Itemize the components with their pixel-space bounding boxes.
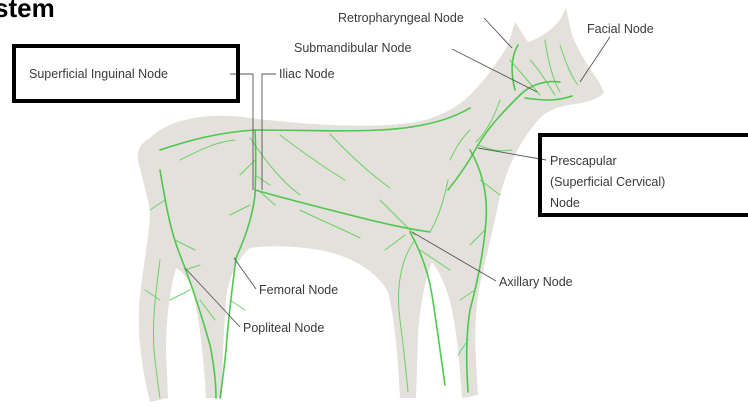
label-prescapular-line3: Node bbox=[550, 196, 580, 210]
label-superficial-inguinal-node: Superficial Inguinal Node bbox=[29, 67, 168, 81]
label-submandibular-node: Submandibular Node bbox=[294, 41, 411, 55]
dog-silhouette bbox=[138, 8, 604, 402]
label-prescapular-line2: (Superficial Cervical) bbox=[550, 175, 665, 189]
label-facial-node: Facial Node bbox=[587, 22, 654, 36]
label-prescapular-line1: Prescapular bbox=[550, 154, 617, 168]
leader-femoral bbox=[234, 258, 256, 289]
leader-facial bbox=[580, 37, 610, 82]
label-retropharyngeal-node: Retropharyngeal Node bbox=[338, 11, 464, 25]
label-popliteal-node: Popliteal Node bbox=[243, 321, 324, 335]
label-femoral-node: Femoral Node bbox=[259, 283, 338, 297]
label-axillary-node: Axillary Node bbox=[499, 275, 573, 289]
leader-retropharyngeal bbox=[484, 18, 512, 48]
title-fragment: stem bbox=[0, 0, 55, 23]
label-iliac-node: Iliac Node bbox=[279, 67, 335, 81]
